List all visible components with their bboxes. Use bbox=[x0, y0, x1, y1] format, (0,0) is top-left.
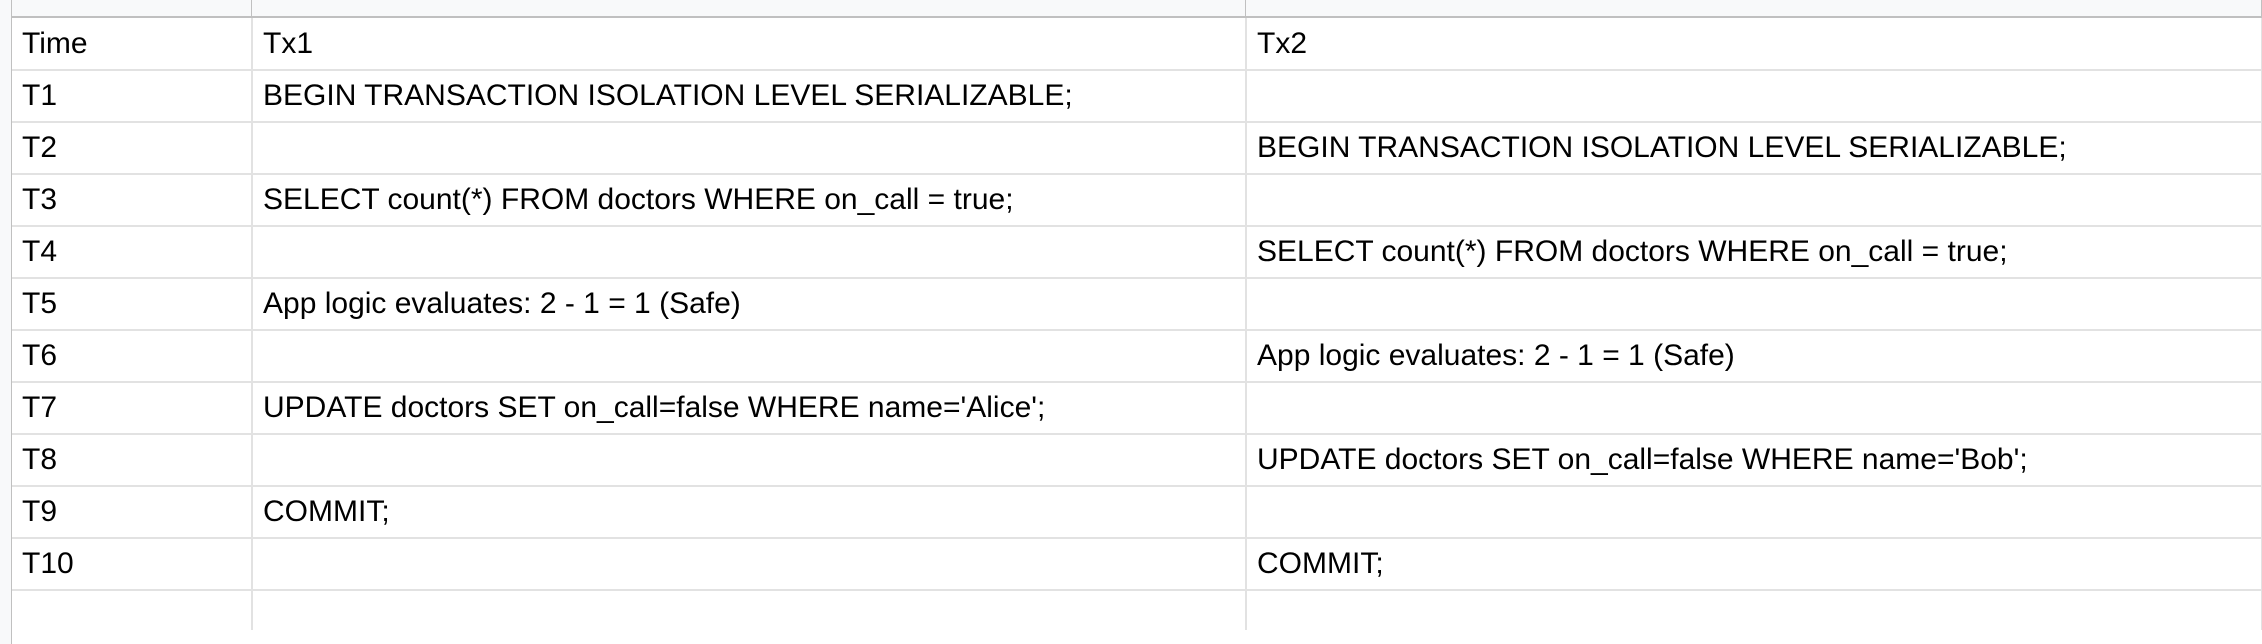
table-row: T1 BEGIN TRANSACTION ISOLATION LEVEL SER… bbox=[12, 70, 2262, 123]
cell-tx1[interactable] bbox=[252, 434, 1247, 487]
table-row: T3 SELECT count(*) FROM doctors WHERE on… bbox=[12, 174, 2262, 227]
table-row: T7 UPDATE doctors SET on_call=false WHER… bbox=[12, 382, 2262, 435]
column-header-a[interactable] bbox=[12, 0, 252, 18]
cell-time[interactable]: T7 bbox=[12, 382, 253, 435]
table-row: T2 BEGIN TRANSACTION ISOLATION LEVEL SER… bbox=[12, 122, 2262, 175]
column-header-b[interactable] bbox=[252, 0, 1246, 18]
cell-tx2[interactable]: App logic evaluates: 2 - 1 = 1 (Safe) bbox=[1246, 330, 2262, 383]
cell-tx2[interactable] bbox=[1246, 174, 2262, 227]
cell-tx2[interactable] bbox=[1246, 382, 2262, 435]
cell-tx2[interactable] bbox=[1246, 278, 2262, 331]
table-row: T10 COMMIT; bbox=[12, 538, 2262, 591]
data-grid: Time Tx1 Tx2 T1 BEGIN TRANSACTION ISOLAT… bbox=[12, 18, 2262, 630]
cell-tx1[interactable]: App logic evaluates: 2 - 1 = 1 (Safe) bbox=[252, 278, 1247, 331]
cell-tx1[interactable]: SELECT count(*) FROM doctors WHERE on_ca… bbox=[252, 174, 1247, 227]
table-row: T8 UPDATE doctors SET on_call=false WHER… bbox=[12, 434, 2262, 487]
table-row: T5 App logic evaluates: 2 - 1 = 1 (Safe) bbox=[12, 278, 2262, 331]
cell-tx2[interactable]: COMMIT; bbox=[1246, 538, 2262, 591]
cell-time[interactable]: T4 bbox=[12, 226, 253, 279]
cell-time[interactable]: T1 bbox=[12, 70, 253, 123]
cell-tx1[interactable]: COMMIT; bbox=[252, 486, 1247, 539]
cell-tx2[interactable]: UPDATE doctors SET on_call=false WHERE n… bbox=[1246, 434, 2262, 487]
cell-tx1[interactable]: UPDATE doctors SET on_call=false WHERE n… bbox=[252, 382, 1247, 435]
cell-tx2[interactable]: BEGIN TRANSACTION ISOLATION LEVEL SERIAL… bbox=[1246, 122, 2262, 175]
table-row: T4 SELECT count(*) FROM doctors WHERE on… bbox=[12, 226, 2262, 279]
cell-tx1[interactable] bbox=[252, 330, 1247, 383]
cell-tx2[interactable] bbox=[1246, 70, 2262, 123]
cell-time[interactable]: T10 bbox=[12, 538, 253, 591]
cell-time[interactable]: T5 bbox=[12, 278, 253, 331]
cell-time[interactable]: T8 bbox=[12, 434, 253, 487]
column-header-bar bbox=[0, 0, 2262, 18]
cell-header-tx1[interactable]: Tx1 bbox=[252, 18, 1247, 71]
cell-tx2[interactable] bbox=[1246, 486, 2262, 539]
cell-tx1[interactable] bbox=[252, 122, 1247, 175]
row-header-bar[interactable] bbox=[0, 0, 12, 644]
table-row: T9 COMMIT; bbox=[12, 486, 2262, 539]
cell-tx2[interactable]: SELECT count(*) FROM doctors WHERE on_ca… bbox=[1246, 226, 2262, 279]
cell-tx1[interactable] bbox=[252, 226, 1247, 279]
empty-cell[interactable] bbox=[12, 590, 253, 630]
cell-header-tx2[interactable]: Tx2 bbox=[1246, 18, 2262, 71]
cell-time[interactable]: T6 bbox=[12, 330, 253, 383]
cell-header-time[interactable]: Time bbox=[12, 18, 253, 71]
cell-tx1[interactable] bbox=[252, 538, 1247, 591]
cell-time[interactable]: T3 bbox=[12, 174, 253, 227]
cell-time[interactable]: T9 bbox=[12, 486, 253, 539]
cell-time[interactable]: T2 bbox=[12, 122, 253, 175]
header-row: Time Tx1 Tx2 bbox=[12, 18, 2262, 71]
empty-row bbox=[12, 590, 2262, 630]
table-row: T6 App logic evaluates: 2 - 1 = 1 (Safe) bbox=[12, 330, 2262, 383]
empty-cell[interactable] bbox=[1246, 590, 2262, 630]
empty-cell[interactable] bbox=[252, 590, 1247, 630]
cell-tx1[interactable]: BEGIN TRANSACTION ISOLATION LEVEL SERIAL… bbox=[252, 70, 1247, 123]
column-header-c[interactable] bbox=[1246, 0, 2262, 18]
